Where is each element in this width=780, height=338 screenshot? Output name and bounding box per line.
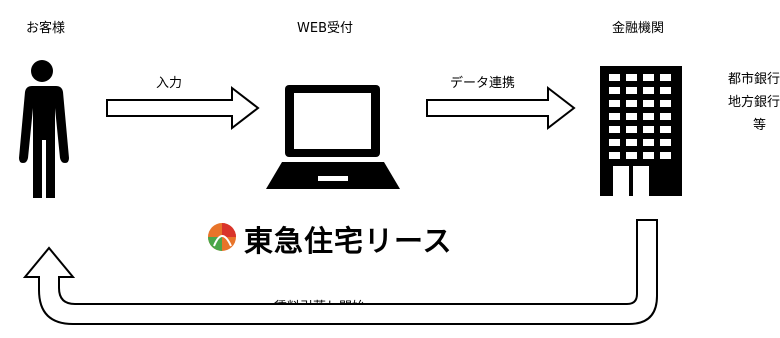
building-window	[626, 113, 637, 120]
building-window	[609, 100, 620, 107]
laptop-icon	[266, 85, 400, 189]
building-window	[660, 152, 671, 159]
company-logo-text: 東急住宅リース	[244, 224, 453, 258]
person-icon	[19, 60, 69, 198]
return-arrow	[22, 219, 658, 325]
bank-types: 都市銀行 地方銀行 等	[706, 68, 780, 137]
building-window	[609, 113, 620, 120]
building-window	[609, 74, 620, 81]
building-window	[626, 100, 637, 107]
building-window	[660, 87, 671, 94]
building-window	[660, 113, 671, 120]
building-window	[626, 87, 637, 94]
bank-type-city: 都市銀行	[727, 72, 780, 87]
building-window	[643, 139, 654, 146]
building-window	[609, 152, 620, 159]
building-window	[643, 87, 654, 94]
building-window	[660, 139, 671, 146]
building-window	[660, 100, 671, 107]
building-window	[626, 152, 637, 159]
web-reception-label: WEB受付	[297, 21, 353, 36]
building-window	[643, 74, 654, 81]
building-window	[626, 74, 637, 81]
building-window	[643, 126, 654, 133]
building-window	[643, 100, 654, 107]
bank-type-regional: 地方銀行	[727, 95, 780, 110]
financial-institution-label: 金融機関	[612, 21, 665, 36]
building-icon	[600, 66, 682, 196]
building-window	[626, 126, 637, 133]
building-window	[609, 87, 620, 94]
building-window	[609, 126, 620, 133]
input-label: 入力	[156, 76, 183, 91]
customer-label: お客様	[26, 21, 66, 36]
data-link-label: データ連携	[450, 76, 516, 91]
building-window	[643, 113, 654, 120]
building-window	[643, 152, 654, 159]
data-link-arrow	[426, 85, 576, 131]
building-window	[609, 139, 620, 146]
building-window	[626, 139, 637, 146]
tokyu-logo-icon	[208, 223, 236, 251]
bank-type-etc: 等	[752, 118, 766, 133]
input-arrow	[106, 85, 260, 131]
building-window	[660, 74, 671, 81]
building-window	[660, 126, 671, 133]
